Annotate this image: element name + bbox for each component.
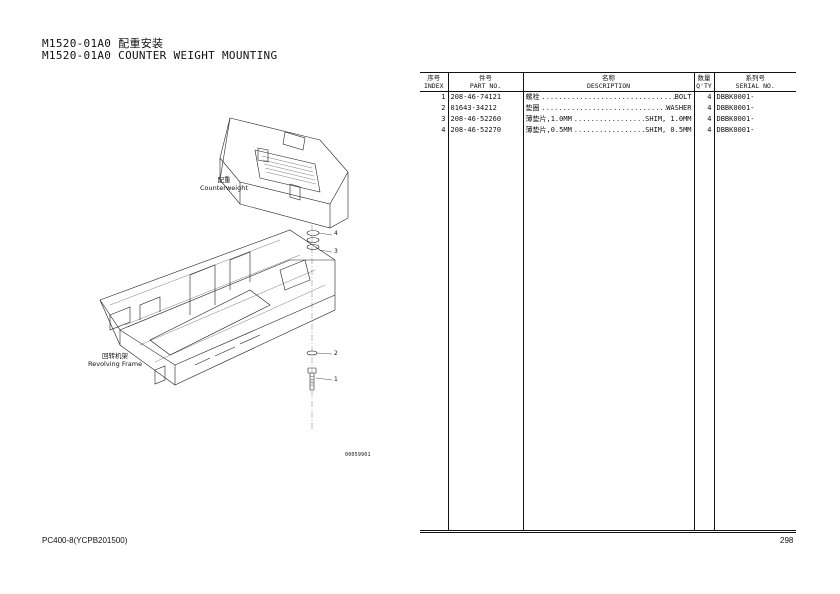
title-chinese: M1520-01A0 配重安装 [42,37,164,50]
counterweight-drawing [219,117,349,229]
cell-part-no: 01643-34212 [447,103,523,114]
cell-index: 3 [441,115,446,123]
cell-index: 1 [441,93,446,101]
callout-1: 1 [334,376,338,383]
washer-and-shim-stack [306,230,333,253]
callout-3: 3 [334,248,338,255]
revolving-frame-label: 回转机架 Revolving Frame [88,352,143,368]
table-filler-row [420,136,796,531]
cell-description: 垫圈......................................… [522,103,694,114]
cell-description: 薄垫片,0.5MM...............................… [522,125,694,136]
page-number: 298 [780,536,794,545]
page-title: M1520-01A0 配重安装 M1520-01A0 COUNTER WEIGH… [42,38,277,62]
cell-serial-no: DBBK0001- [713,103,796,114]
callout-2: 2 [334,350,338,357]
table-row: 2 01643-34212 垫圈........................… [420,103,796,114]
cell-qty: 4 [693,125,714,136]
figure-code: 00059901 [345,452,371,458]
cell-index: 4 [441,126,446,134]
cell-description: 螺栓......................................… [522,91,694,103]
cell-part-no: 208-46-52260 [447,114,523,125]
callout-4: 4 [334,230,338,237]
title-english: M1520-01A0 COUNTER WEIGHT MOUNTING [42,49,278,62]
cell-description: 薄垫片,1.0MM...............................… [522,114,694,125]
diagram-drawing [99,117,349,430]
cell-serial-no: DBBK0001- [713,125,796,136]
bolt-and-washer [306,350,333,391]
footer-divider [420,532,796,533]
counterweight-label: 配重 Counterweight [200,176,248,192]
table-row: 3 208-46-52260 薄垫片,1.0MM................… [420,114,796,125]
table-row: 1 208-46-74121 螺栓.......................… [420,91,796,103]
revolving-frame-drawing [99,229,336,386]
footer-model-code: PC400-8(YCPB201500) [42,536,128,545]
cell-part-no: 208-46-52270 [447,125,523,136]
table-row: 4 208-46-52270 薄垫片,0.5MM................… [420,125,796,136]
cell-index: 2 [441,104,446,112]
cell-qty: 4 [693,91,714,103]
cell-qty: 4 [693,103,714,114]
cell-part-no: 208-46-74121 [447,91,523,103]
exploded-parts-diagram: 配重 Counterweight 回转机架 Revolving Frame 4 … [80,100,380,470]
cell-serial-no: DBBK0001- [713,91,796,103]
cell-serial-no: DBBK0001- [713,114,796,125]
cell-qty: 4 [693,114,714,125]
